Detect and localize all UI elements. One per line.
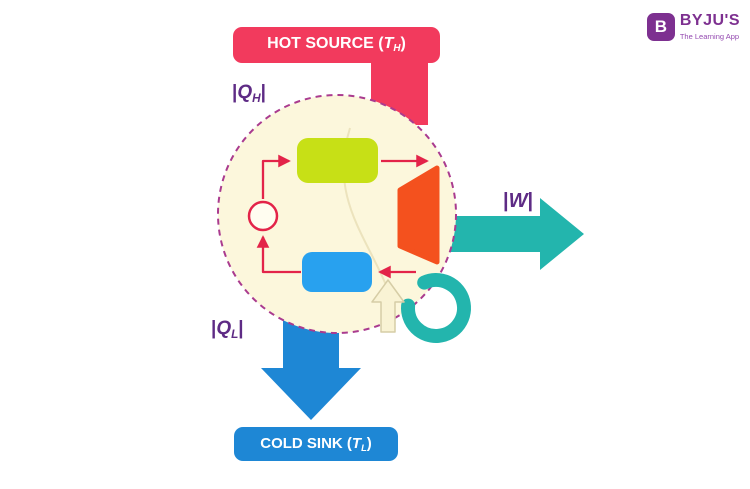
w-bar-open: | bbox=[503, 190, 509, 212]
engine-boundary-circle bbox=[217, 94, 457, 334]
hot-source-subscript: H bbox=[393, 43, 401, 55]
hot-source-banner: HOT SOURCE (TH) bbox=[233, 27, 440, 63]
ql-subscript: L bbox=[231, 327, 239, 341]
cold-sink-label: COLD SINK (TL) bbox=[260, 435, 372, 453]
work-output-label: |W| bbox=[503, 190, 533, 213]
qh-subscript: H bbox=[252, 91, 261, 105]
hot-source-suffix: ) bbox=[400, 35, 406, 53]
qh-bar-open: | bbox=[232, 82, 238, 103]
condenser-to-pump-arrow bbox=[256, 235, 301, 274]
cold-sink-banner: COLD SINK (TL) bbox=[234, 427, 398, 461]
w-symbol: W bbox=[508, 190, 528, 212]
heat-input-label: |QH| bbox=[232, 82, 266, 105]
hot-source-symbol: T bbox=[383, 35, 394, 53]
boiler-block bbox=[297, 138, 378, 183]
hot-source-label: HOT SOURCE (TH) bbox=[267, 35, 406, 54]
heat-rejected-label: |QL| bbox=[211, 318, 244, 341]
byjus-tagline: The Learning App bbox=[679, 31, 740, 41]
byjus-logo-text: BYJU'S The Learning App bbox=[679, 12, 740, 41]
byjus-logo-letter: B bbox=[654, 17, 667, 36]
ql-symbol: Q bbox=[216, 318, 232, 339]
cold-sink-suffix: ) bbox=[366, 435, 372, 453]
pump-circle bbox=[247, 200, 279, 232]
byjus-logo-icon: B bbox=[646, 13, 675, 41]
cold-sink-symbol: T bbox=[351, 435, 362, 453]
cold-sink-subscript: L bbox=[361, 442, 367, 453]
cycle-loop-swirl bbox=[401, 273, 471, 343]
byjus-brand-name: BYJU'S bbox=[679, 12, 740, 29]
hot-source-text: HOT SOURCE ( bbox=[267, 35, 384, 53]
feedback-up-arrow bbox=[371, 279, 405, 333]
pump-to-boiler-arrow bbox=[261, 154, 291, 199]
work-arrow bbox=[430, 198, 584, 270]
byjus-logo: B BYJU'S The Learning App bbox=[646, 12, 740, 41]
qh-bar-close: | bbox=[260, 82, 266, 103]
w-bar-close: | bbox=[527, 190, 534, 212]
qh-symbol: Q bbox=[237, 82, 253, 103]
ql-bar-open: | bbox=[211, 318, 217, 339]
cold-sink-text: COLD SINK ( bbox=[260, 435, 352, 453]
ql-bar-close: | bbox=[238, 318, 244, 339]
condenser-block bbox=[302, 252, 372, 292]
turbine-block bbox=[397, 165, 440, 265]
